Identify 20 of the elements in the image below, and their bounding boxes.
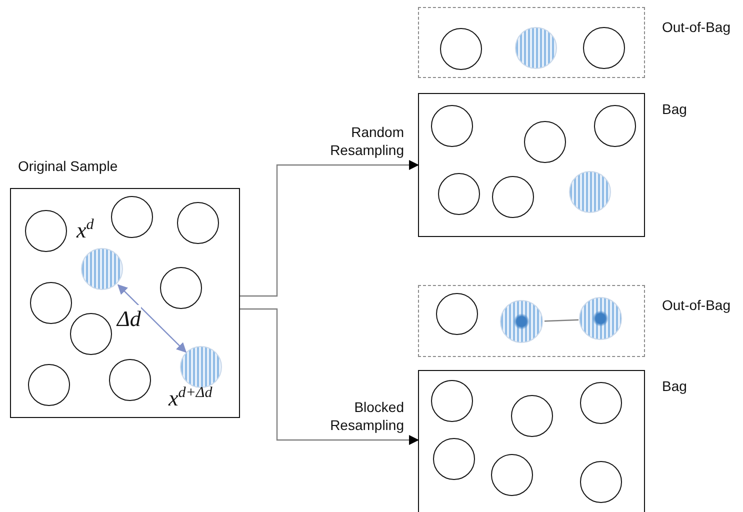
arrow	[117, 284, 187, 353]
out-of-bag-box	[418, 285, 645, 357]
box-heading: Out-of-Bag	[662, 19, 730, 35]
box-heading: Out-of-Bag	[662, 297, 730, 313]
arrow	[240, 308, 419, 445]
sample-box	[418, 370, 645, 512]
box-heading: Bag	[662, 101, 687, 117]
highlighted-sample-circle	[579, 297, 622, 340]
box-heading: Original Sample	[18, 158, 118, 174]
arrow	[240, 160, 419, 297]
sample-box	[10, 188, 240, 418]
variable-label: x$^{d}$	[76, 216, 94, 243]
highlighted-sample-circle	[180, 346, 222, 388]
box-heading: Bag	[662, 378, 687, 394]
connector-line	[544, 319, 579, 322]
highlighted-sample-circle	[500, 300, 543, 343]
highlighted-sample-circle	[81, 248, 123, 290]
sample-box	[418, 93, 645, 237]
variable-label: x$^{d+Δd}$	[168, 384, 212, 411]
out-of-bag-box	[418, 7, 645, 78]
